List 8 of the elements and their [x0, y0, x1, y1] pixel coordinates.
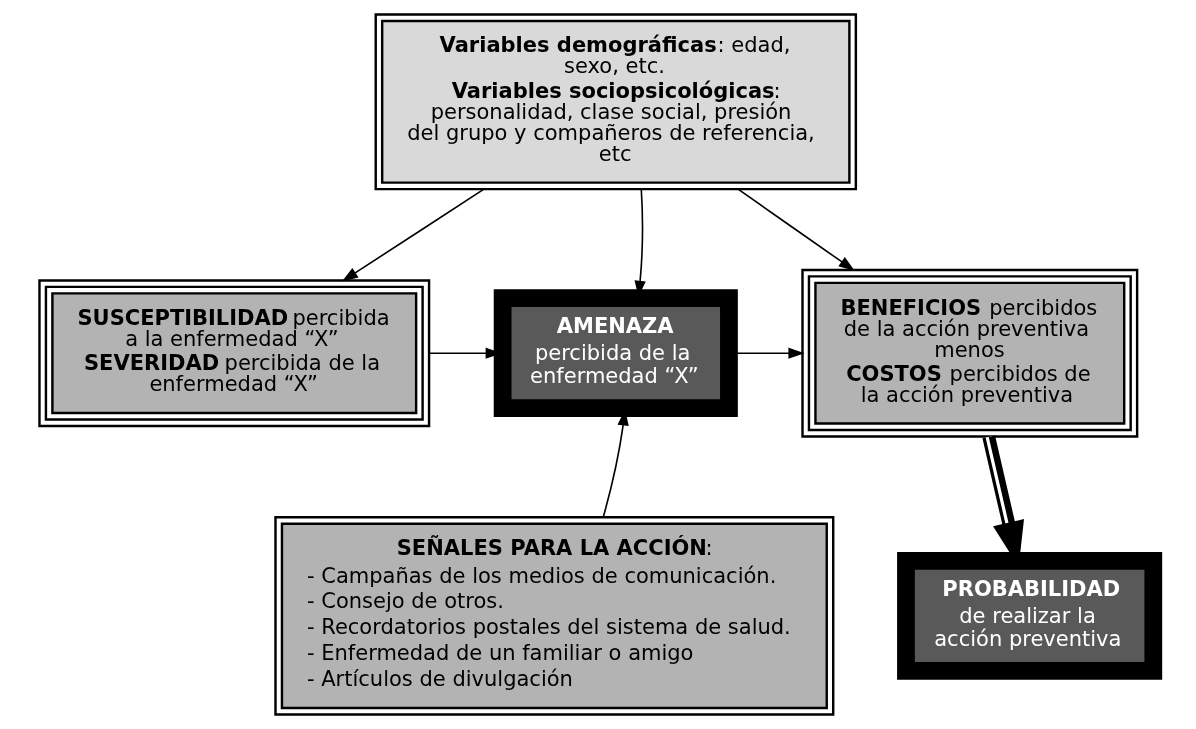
arrow: [341, 188, 485, 282]
node-box: PROBABILIDAD de realizar la acción preventiva: [897, 552, 1163, 680]
node-box: SEÑALES PARA LA ACCIÓN: - Campañas de los medios de comunicación. - Consejo de otros. - Recordatorios postales del sistema de salud. - Enfermedad de un familiar o amigo - Artículos de divulgación: [274, 516, 835, 716]
node-box: Variables demográficas: edad, sexo, etc. Variables sociopsicológicas: personalidad, clase social, presión del grupo y compañeros de referencia, etc: [374, 13, 858, 191]
node-box: AMENAZA percibida de la enfermedad “X”: [493, 289, 738, 418]
node-box: BENEFICIOS percibidos de la acción preventiva menos COSTOS percibidos de la acción preventiva: [801, 268, 1139, 438]
node-box: SUSCEPTIBILIDAD percibida a la enfermedad “X” SEVERIDAD percibida de la enfermedad “X”: [38, 279, 431, 428]
arrow: [737, 188, 855, 271]
